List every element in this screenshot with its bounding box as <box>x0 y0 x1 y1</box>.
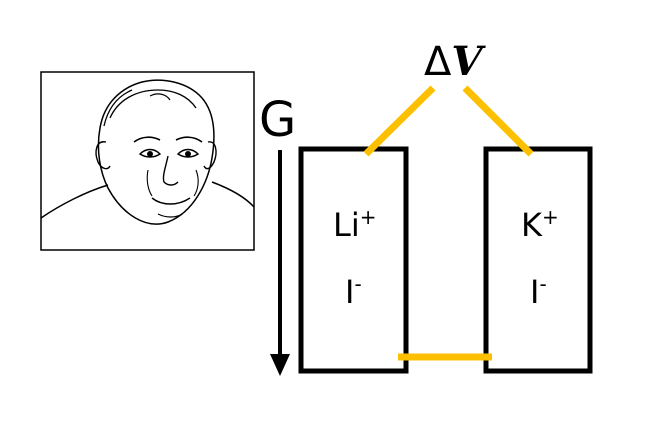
portrait-hair-top <box>109 89 197 119</box>
portrait-left-eyebrow <box>133 136 161 143</box>
right-cation-label: K+ <box>521 205 559 244</box>
portrait-right-ear <box>203 141 217 170</box>
free-energy-label: G <box>259 92 296 148</box>
portrait-left-ear <box>95 141 111 170</box>
portrait-left-eye <box>138 148 162 158</box>
portrait-hair-tuft <box>149 93 171 101</box>
voltage-variable: V <box>451 38 486 85</box>
right-voltmeter-wire <box>462 85 534 157</box>
portrait-right-shoulder <box>211 181 255 208</box>
voltage-label: ΔV <box>424 38 486 85</box>
portrait-frame <box>40 71 255 251</box>
portrait-left-cheek <box>146 169 153 197</box>
left-cation-label: Li+ <box>333 205 376 244</box>
portrait-head <box>97 79 215 225</box>
left-voltmeter-wire <box>363 85 436 157</box>
arrow-head <box>270 354 290 376</box>
portrait-right-cheek <box>193 169 199 197</box>
portrait-left-shoulder <box>40 184 109 219</box>
portrait-right-eye <box>176 148 200 158</box>
left-anion-base: I <box>345 273 354 311</box>
portrait-hair-left <box>103 89 133 127</box>
portrait-right-eyebrow <box>175 136 203 143</box>
right-anion-label: I- <box>530 272 547 311</box>
left-anion-charge: - <box>354 272 361 296</box>
right-cation-base: K <box>521 206 543 244</box>
right-anion-base: I <box>530 273 539 311</box>
portrait-nose <box>162 155 179 186</box>
right-cell <box>483 146 593 374</box>
portrait-icon <box>40 71 255 251</box>
arrow-down-icon <box>270 150 290 376</box>
left-anion-label: I- <box>345 272 362 311</box>
voltage-delta-symbol: Δ <box>424 39 452 85</box>
portrait-right-pupil <box>185 151 191 157</box>
right-anion-charge: - <box>539 272 546 296</box>
portrait-mouth <box>151 197 191 205</box>
portrait-left-pupil <box>147 151 153 157</box>
left-cell <box>298 146 409 374</box>
portrait-chin <box>157 213 183 218</box>
left-cation-base: Li <box>333 206 360 244</box>
left-cation-charge: + <box>360 205 377 229</box>
right-cation-charge: + <box>542 205 559 229</box>
